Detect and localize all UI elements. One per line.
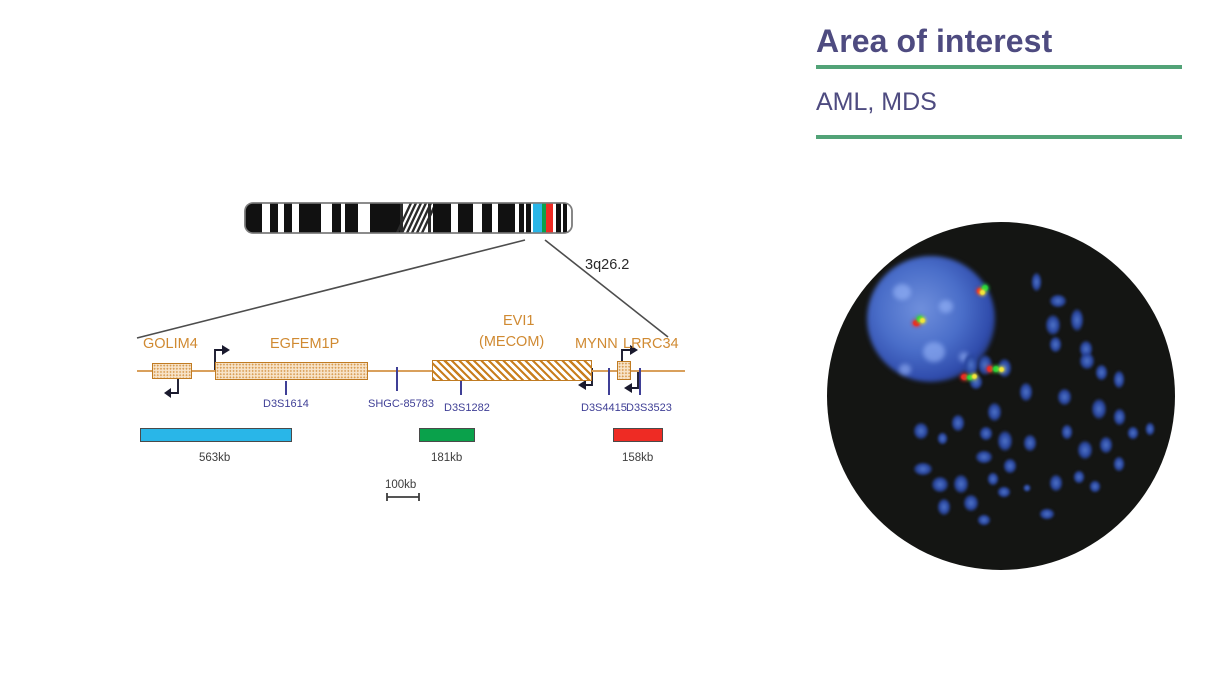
fish-signal-red — [961, 374, 968, 380]
divider-top — [816, 65, 1182, 70]
chromosome-3-ideogram — [244, 202, 573, 234]
marker-tick-d3s3523 — [639, 368, 641, 395]
marker-tick-d3s1282 — [460, 381, 462, 395]
fish-signal-yellow — [999, 367, 1004, 372]
gene-map-illustration: GOLIM4 EGFEM1P EVI1 (MECOM) MYNN LRRC34 … — [136, 202, 685, 501]
gene-label-mynn: MYNN — [575, 336, 618, 352]
fish-signal-red — [987, 366, 993, 372]
divider-bottom — [816, 134, 1182, 139]
probe-bar-blue[interactable] — [140, 428, 292, 442]
scale-bar — [386, 493, 420, 501]
gene-box-egfem1p[interactable] — [215, 362, 368, 380]
scale-bar-label: 100kb — [385, 479, 417, 491]
marker-label-d3s4415: D3S4415 — [581, 402, 627, 414]
fish-signal-green — [967, 375, 973, 380]
fish-signal-yellow — [980, 290, 985, 295]
fish-field-of-view — [827, 222, 1175, 570]
gene-label-evi1: EVI1 — [503, 313, 535, 329]
zoom-line-left — [136, 239, 526, 339]
gene-label-lrrc34: LRRC34 — [623, 336, 679, 352]
fish-image — [827, 222, 1175, 570]
gene-label-mecom: (MECOM) — [479, 334, 545, 350]
gene-track-line — [137, 370, 685, 372]
marker-label-shgc-85783: SHGC-85783 — [368, 398, 435, 410]
fish-signal-yellow — [920, 318, 925, 323]
fish-signal-yellow — [972, 374, 977, 379]
gene-box-evi1[interactable] — [432, 360, 592, 381]
area-of-interest-value: AML, MDS — [816, 88, 937, 117]
probe-size-blue: 563kb — [199, 452, 231, 464]
fish-signal-green — [993, 366, 999, 372]
marker-tick-d3s4415 — [608, 368, 610, 395]
probe-size-red: 158kb — [622, 452, 654, 464]
probe-bar-green[interactable] — [419, 428, 475, 442]
zoom-line-right — [544, 239, 669, 338]
probe-size-green: 181kb — [431, 452, 463, 464]
marker-label-d3s1282: D3S1282 — [444, 402, 490, 414]
marker-tick-d3s1614 — [285, 381, 287, 395]
marker-label-d3s1614: D3S1614 — [263, 398, 309, 410]
probe-bar-red[interactable] — [613, 428, 663, 442]
marker-label-d3s3523: D3S3523 — [626, 402, 672, 414]
gene-label-egfem1p: EGFEM1P — [270, 336, 340, 352]
fish-signal-red — [913, 320, 920, 326]
cytoband-label: 3q26.2 — [585, 257, 630, 273]
area-of-interest-panel: Area of interest AML, MDS — [816, 23, 1182, 139]
ideogram-band-red — [546, 203, 553, 233]
ideogram-svg — [136, 202, 669, 501]
fish-signal-green — [982, 285, 988, 291]
gene-label-golim4: GOLIM4 — [143, 336, 198, 352]
marker-tick-shgc-85783 — [396, 367, 398, 391]
gene-box-lrrc34[interactable] — [617, 361, 631, 380]
gene-box-golim4[interactable] — [152, 363, 192, 379]
ideogram-band-green — [542, 203, 546, 233]
page-title: Area of interest — [816, 23, 1053, 59]
ideogram-band-blue — [533, 203, 542, 233]
